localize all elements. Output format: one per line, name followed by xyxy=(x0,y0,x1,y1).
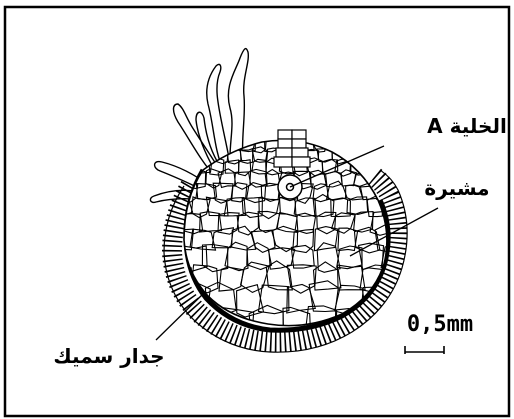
label-epithelium: مشيرة xyxy=(424,176,489,200)
tissue-cell xyxy=(381,149,396,161)
apical-cells xyxy=(274,130,310,167)
label-thick-wall: جدار سميك xyxy=(53,344,164,368)
tissue-cell xyxy=(176,147,188,162)
tissue-cell xyxy=(361,139,375,151)
label-cell-a: الخلية A xyxy=(427,114,507,138)
tissue-cell xyxy=(218,139,231,152)
tissue-cell xyxy=(385,138,399,150)
tissue-cell xyxy=(167,305,197,337)
scale-label: 0,5mm xyxy=(407,312,473,337)
scale-bar xyxy=(405,346,444,354)
tissue-cell xyxy=(339,139,351,152)
tissue-cell xyxy=(350,138,363,154)
tissue-cell xyxy=(384,169,400,188)
tissue-cell xyxy=(391,159,406,175)
